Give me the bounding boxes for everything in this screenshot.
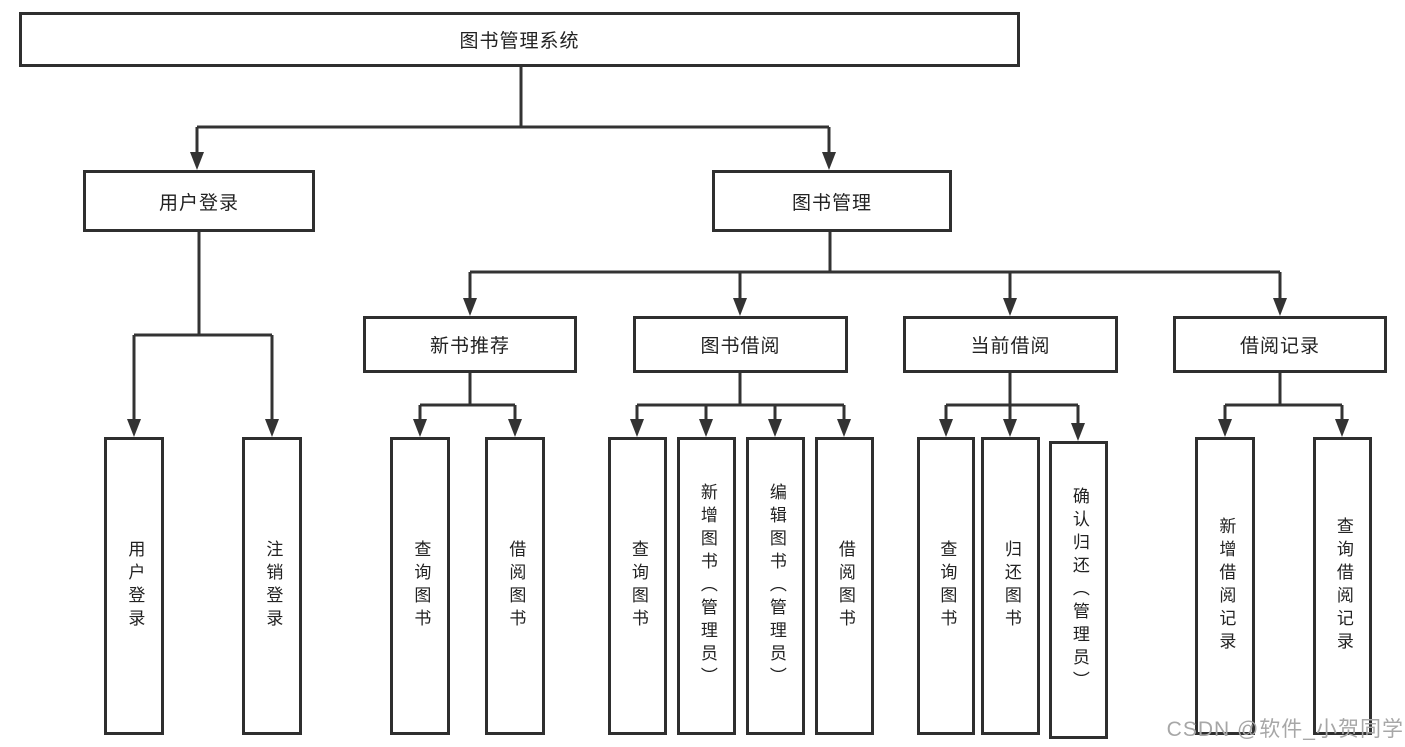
node-leaf-recommend-borrow-book-label: 借阅图书 <box>506 540 526 632</box>
node-leaf-borrow-query-book-label: 查询图书 <box>628 540 648 632</box>
connector-root-split <box>195 67 831 164</box>
arrowhead-leaf-recommend-query <box>413 419 427 437</box>
csdn-watermark: CSDN @软件_小贺同学 <box>1166 718 1404 741</box>
arrowhead-borrow-record <box>1273 298 1287 316</box>
arrowhead-leaf-borrow-add <box>699 419 713 437</box>
node-user-login: 用户登录 <box>83 170 315 232</box>
connector-new-book-recommend-split <box>418 373 517 431</box>
node-leaf-borrow-edit-book-label: 编辑图书（管理员） <box>766 482 786 690</box>
arrowhead-book-management <box>822 152 836 170</box>
arrowhead-leaf-borrow-edit <box>768 419 782 437</box>
node-borrow-record: 借阅记录 <box>1173 316 1387 373</box>
node-book-management: 图书管理 <box>712 170 952 232</box>
arrowhead-leaf-current-query <box>939 419 953 437</box>
node-leaf-record-query-record: 查询借阅记录 <box>1313 437 1372 735</box>
node-leaf-recommend-query-book-label: 查询图书 <box>411 540 431 632</box>
node-new-book-recommend: 新书推荐 <box>363 316 577 373</box>
node-book-management-label: 图书管理 <box>791 192 872 214</box>
node-leaf-user-login: 用户登录 <box>104 437 164 735</box>
node-leaf-current-confirm-return: 确认归还（管理员） <box>1049 441 1108 739</box>
arrowhead-book-borrow <box>733 298 747 316</box>
arrowhead-leaf-record-add <box>1218 419 1232 437</box>
node-borrow-record-label: 借阅记录 <box>1239 336 1320 357</box>
arrowhead-new-book-recommend <box>463 298 477 316</box>
node-leaf-current-return-book-label: 归还图书 <box>1001 540 1021 632</box>
node-new-book-recommend-label: 新书推荐 <box>429 336 510 357</box>
node-leaf-current-query-book: 查询图书 <box>917 437 975 735</box>
node-leaf-current-query-book-label: 查询图书 <box>937 540 957 632</box>
node-leaf-recommend-query-book: 查询图书 <box>390 437 450 735</box>
connector-borrow-record-split <box>1223 373 1344 431</box>
node-leaf-borrow-add-book: 新增图书（管理员） <box>677 437 736 735</box>
arrowhead-leaf-recommend-borrow <box>508 419 522 437</box>
node-root-label: 图书管理系统 <box>459 31 580 52</box>
node-leaf-logout-label: 注销登录 <box>263 540 283 632</box>
node-current-borrow: 当前借阅 <box>903 316 1118 373</box>
connector-book-borrow-split <box>635 373 846 431</box>
node-leaf-current-return-book: 归还图书 <box>981 437 1040 735</box>
arrowhead-leaf-borrow-borrow <box>837 419 851 437</box>
node-leaf-borrow-add-book-label: 新增图书（管理员） <box>697 482 717 690</box>
arrowhead-user-login <box>190 152 204 170</box>
arrowhead-leaf-record-query <box>1335 419 1349 437</box>
node-leaf-record-add-record-label: 新增借阅记录 <box>1216 517 1236 655</box>
node-leaf-record-query-record-label: 查询借阅记录 <box>1333 517 1353 655</box>
node-leaf-borrow-query-book: 查询图书 <box>608 437 667 735</box>
node-leaf-current-confirm-return-label: 确认归还（管理员） <box>1069 486 1089 694</box>
node-leaf-record-add-record: 新增借阅记录 <box>1195 437 1255 735</box>
node-book-borrow-label: 图书借阅 <box>700 336 781 357</box>
node-user-login-label: 用户登录 <box>158 192 239 214</box>
node-leaf-borrow-borrow-book-label: 借阅图书 <box>835 540 855 632</box>
arrowhead-leaf-current-return <box>1003 419 1017 437</box>
node-root: 图书管理系统 <box>19 12 1020 67</box>
node-leaf-borrow-borrow-book: 借阅图书 <box>815 437 874 735</box>
connector-current-borrow-split <box>944 373 1080 435</box>
arrowhead-leaf-current-confirm <box>1071 423 1085 441</box>
node-leaf-recommend-borrow-book: 借阅图书 <box>485 437 545 735</box>
connector-book-management-split <box>468 232 1282 310</box>
node-current-borrow-label: 当前借阅 <box>970 336 1051 357</box>
arrowhead-current-borrow <box>1003 298 1017 316</box>
node-leaf-borrow-edit-book: 编辑图书（管理员） <box>746 437 805 735</box>
node-book-borrow: 图书借阅 <box>633 316 848 373</box>
node-leaf-user-login-label: 用户登录 <box>125 540 145 632</box>
arrowhead-leaf-user-login <box>127 419 141 437</box>
node-leaf-logout: 注销登录 <box>242 437 302 735</box>
arrowhead-leaf-logout <box>265 419 279 437</box>
connector-user-login-split <box>132 232 274 431</box>
arrowhead-leaf-borrow-query <box>630 419 644 437</box>
